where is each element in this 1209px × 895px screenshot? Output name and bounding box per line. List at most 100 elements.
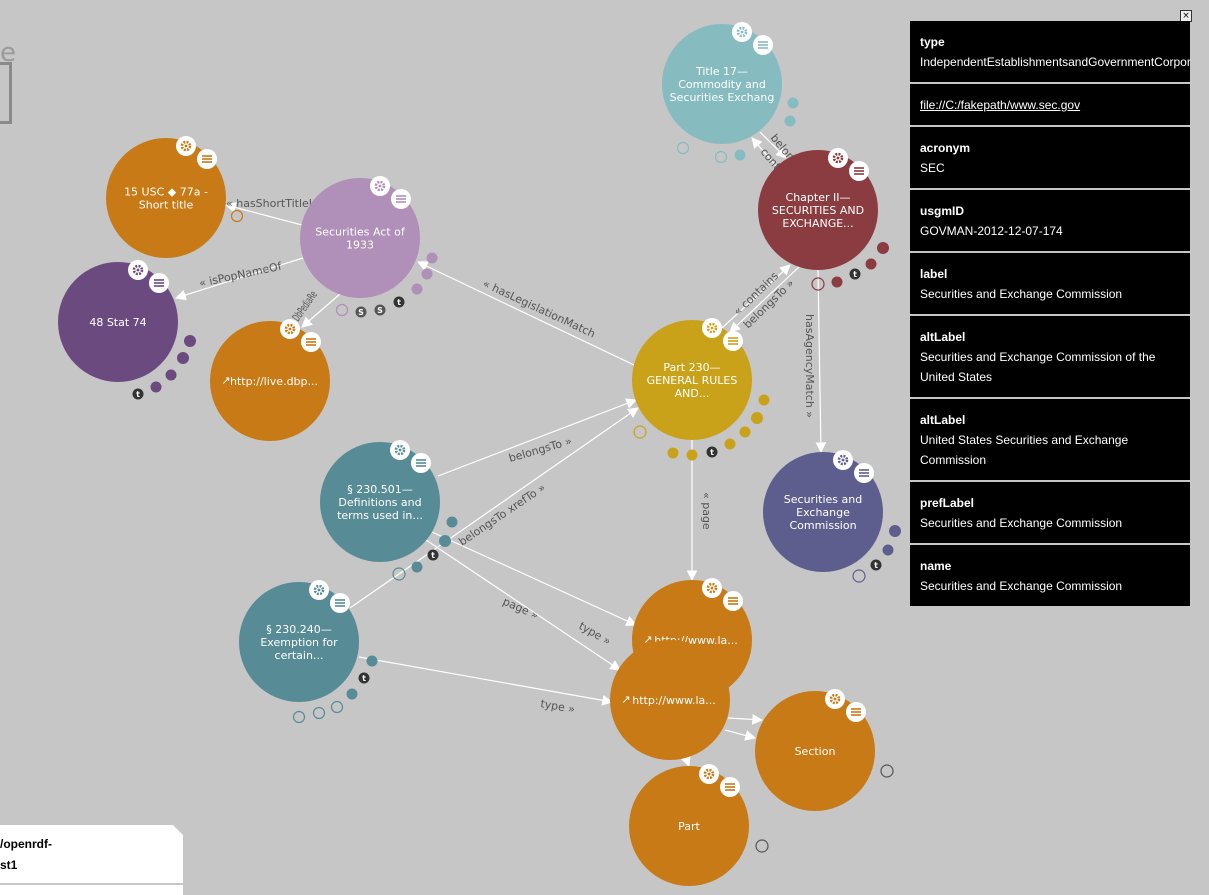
node-circle[interactable] <box>763 452 883 572</box>
edge-title17-chapter2[interactable] <box>759 131 787 159</box>
node-dbpedia[interactable]: http://live.dbp...↗ <box>210 319 330 441</box>
expand-dot[interactable] <box>676 141 690 155</box>
expand-dot[interactable] <box>865 258 877 270</box>
expand-dot[interactable] <box>150 381 162 393</box>
text-badge[interactable]: t <box>706 446 718 458</box>
gear-icon[interactable] <box>370 176 390 196</box>
node-circle[interactable] <box>662 24 782 144</box>
external-link-icon[interactable]: ↗ <box>621 693 630 706</box>
expand-dot[interactable] <box>633 425 647 439</box>
edge-s230240-part230[interactable] <box>349 407 639 609</box>
menu-icon[interactable] <box>149 273 169 293</box>
expand-dot[interactable] <box>877 242 889 254</box>
menu-icon[interactable] <box>720 777 740 797</box>
node-circle[interactable] <box>755 691 875 811</box>
expand-dot[interactable] <box>312 706 326 720</box>
edge-law2-section[interactable] <box>727 714 764 725</box>
gear-icon[interactable] <box>280 319 300 339</box>
edge-s230501-part230[interactable] <box>437 398 638 477</box>
menu-icon[interactable] <box>391 189 411 209</box>
menu-icon[interactable] <box>753 35 773 55</box>
gear-icon[interactable] <box>176 136 196 156</box>
node-chapter2[interactable]: Chapter II—SECURITIES ANDEXCHANGE... <box>758 148 878 270</box>
gear-icon[interactable] <box>128 260 148 280</box>
menu-icon[interactable] <box>723 591 743 611</box>
expand-dot[interactable] <box>411 561 423 573</box>
menu-icon[interactable] <box>854 463 874 483</box>
menu-icon[interactable] <box>846 702 866 722</box>
expand-dot[interactable] <box>758 394 770 406</box>
edge-securities-act-stat74[interactable] <box>174 257 304 301</box>
text-badge[interactable]: t <box>358 672 370 684</box>
expand-dot[interactable] <box>421 268 433 280</box>
menu-icon[interactable] <box>723 331 743 351</box>
node-circle[interactable] <box>632 320 752 440</box>
edge-securities-act-dbpedia[interactable] <box>301 293 341 328</box>
expand-dot[interactable] <box>714 150 728 164</box>
expand-dot[interactable] <box>230 209 244 223</box>
node-circle[interactable] <box>210 321 330 441</box>
text-badge[interactable]: t <box>393 296 405 308</box>
expand-dot[interactable] <box>184 335 196 347</box>
node-usc[interactable]: 15 USC ◆ 77a -Short title <box>106 136 226 258</box>
node-law2[interactable]: http://www.la...↗ <box>610 640 730 760</box>
gear-icon[interactable] <box>833 450 853 470</box>
gear-icon[interactable] <box>699 764 719 784</box>
edge-part230-securities-act[interactable] <box>417 261 635 366</box>
external-link-icon[interactable]: ↗ <box>643 633 652 646</box>
gear-icon[interactable] <box>732 22 752 42</box>
node-circle[interactable] <box>320 442 440 562</box>
expand-dot[interactable] <box>392 567 406 581</box>
expand-dot[interactable] <box>831 276 843 288</box>
node-section[interactable]: Section <box>755 689 875 811</box>
expand-dot[interactable] <box>667 447 679 459</box>
expand-dot[interactable] <box>787 97 799 109</box>
node-circle[interactable] <box>629 766 749 886</box>
expand-dot[interactable] <box>426 252 438 264</box>
text-badge[interactable]: t <box>427 549 439 561</box>
expand-dot[interactable] <box>177 352 189 364</box>
same-as-badge[interactable]: S <box>355 306 367 318</box>
node-part230[interactable]: Part 230—GENERAL RULESAND... <box>632 318 752 440</box>
expand-dot[interactable] <box>755 839 769 853</box>
gear-icon[interactable] <box>828 148 848 168</box>
expand-dot[interactable] <box>734 149 746 161</box>
edge-chapter2-title17[interactable] <box>751 137 777 167</box>
node-circle[interactable] <box>610 640 730 760</box>
same-as-badge[interactable]: S <box>374 304 386 316</box>
node-stat74[interactable]: 48 Stat 74 <box>58 260 178 382</box>
menu-icon[interactable] <box>330 593 350 613</box>
node-circle[interactable] <box>239 582 359 702</box>
expand-dot[interactable] <box>880 764 894 778</box>
edge-law2-part[interactable] <box>680 755 691 768</box>
edge-law2-section-2[interactable] <box>724 729 757 741</box>
menu-icon[interactable] <box>411 453 431 473</box>
menu-icon[interactable] <box>849 161 869 181</box>
expand-dot[interactable] <box>889 525 901 537</box>
node-circle[interactable] <box>58 262 178 382</box>
expand-dot[interactable] <box>446 516 458 528</box>
info-source-link[interactable]: file://C:/fakepath/www.sec.gov <box>920 98 1081 112</box>
edge-chapter2-part230[interactable] <box>729 265 801 333</box>
expand-dot[interactable] <box>330 700 344 714</box>
edge-s230501-law2[interactable] <box>425 539 621 671</box>
expand-dot[interactable] <box>724 438 736 450</box>
edge-s230501-law1[interactable] <box>431 531 637 626</box>
expand-dot[interactable] <box>292 710 306 724</box>
text-badge[interactable]: t <box>132 388 144 400</box>
edge-s230240-law2[interactable] <box>358 656 614 706</box>
expand-dot[interactable] <box>882 544 894 556</box>
expand-dot[interactable] <box>346 688 358 700</box>
expand-dot[interactable] <box>165 369 177 381</box>
gear-icon[interactable] <box>702 318 722 338</box>
expand-dot[interactable] <box>751 412 763 424</box>
node-s230240[interactable]: § 230.240—Exemption forcertain... <box>239 580 359 702</box>
expand-dot[interactable] <box>811 277 825 291</box>
node-circle[interactable] <box>300 178 420 298</box>
expand-dot[interactable] <box>852 569 866 583</box>
edge-chapter2-sec[interactable] <box>815 269 827 454</box>
expand-dot[interactable] <box>439 535 451 547</box>
